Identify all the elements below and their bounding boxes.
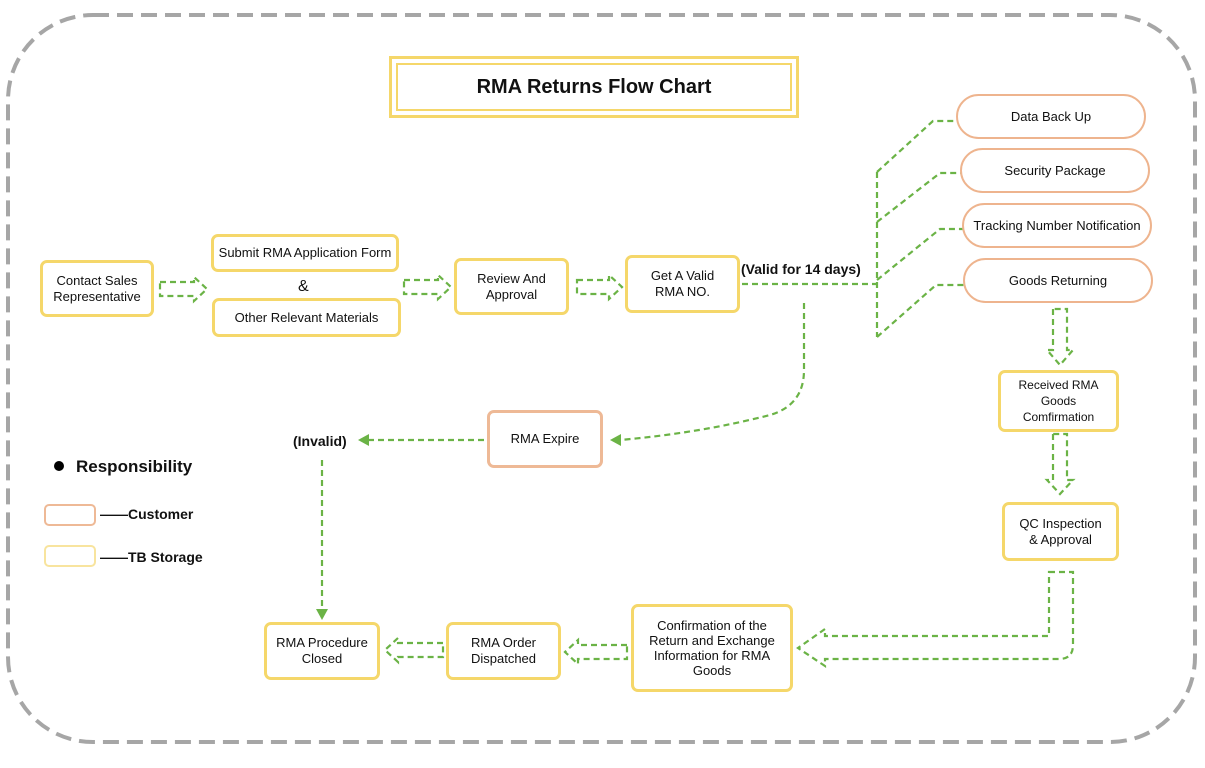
pill-security-package: Security Package [960,148,1150,193]
node-contact-sales: Contact Sales Representative [40,260,154,317]
arrowhead-expire [610,434,621,446]
chart-title-box: RMA Returns Flow Chart [389,56,799,118]
arrow-received-to-qc [1044,432,1076,496]
chart-title: RMA Returns Flow Chart [396,63,792,111]
arrowhead-closed [316,609,328,620]
arrow-confirmation-to-dispatched [563,637,629,667]
pill-goods-returning: Goods Returning [963,258,1153,303]
arrow-review-to-valid [575,272,624,302]
ampersand: & [298,278,309,295]
branch-security [876,171,962,223]
node-submit-form: Submit RMA Application Form [211,234,399,272]
node-order-dispatched: RMA Order Dispatched [446,622,561,680]
legend-customer-label: ——Customer [100,506,194,522]
node-procedure-closed: RMA Procedure Closed [264,622,380,680]
invalid-label: (Invalid) [293,433,347,449]
arrow-contact-to-submit [158,274,209,304]
node-confirmation-info: Confirmation of the Return and Exchange … [631,604,793,692]
legend-customer-swatch [44,504,96,526]
node-other-materials: Other Relevant Materials [212,298,401,337]
node-received-confirmation: Received RMA Goods Comfirmation [998,370,1119,432]
legend-storage-swatch [44,545,96,567]
node-qc-inspection: QC Inspection & Approval [1002,502,1119,561]
arrow-returning-to-received [1044,307,1076,367]
outer-dashed-frame [6,13,1197,744]
node-rma-expire: RMA Expire [487,410,603,468]
node-valid-rma: Get A Valid RMA NO. [625,255,740,313]
pill-data-backup: Data Back Up [956,94,1146,139]
curve-valid-to-expire [619,303,806,442]
legend-storage-label: ——TB Storage [100,549,203,565]
branch-returning [876,283,964,338]
arrow-qc-to-confirmation [796,570,1075,669]
pill-tracking-notification: Tracking Number Notification [962,203,1152,248]
branch-data-backup [876,119,958,173]
arrowhead-invalid [358,434,369,446]
arrow-dispatched-to-closed [383,635,445,665]
legend-heading: Responsibility [76,457,193,476]
arrow-materials-to-review [402,272,453,302]
legend-bullet-icon [54,461,64,471]
branch-tracking [876,227,964,281]
node-review-approval: Review And Approval [454,258,569,315]
valid-duration-label: (Valid for 14 days) [741,261,861,277]
